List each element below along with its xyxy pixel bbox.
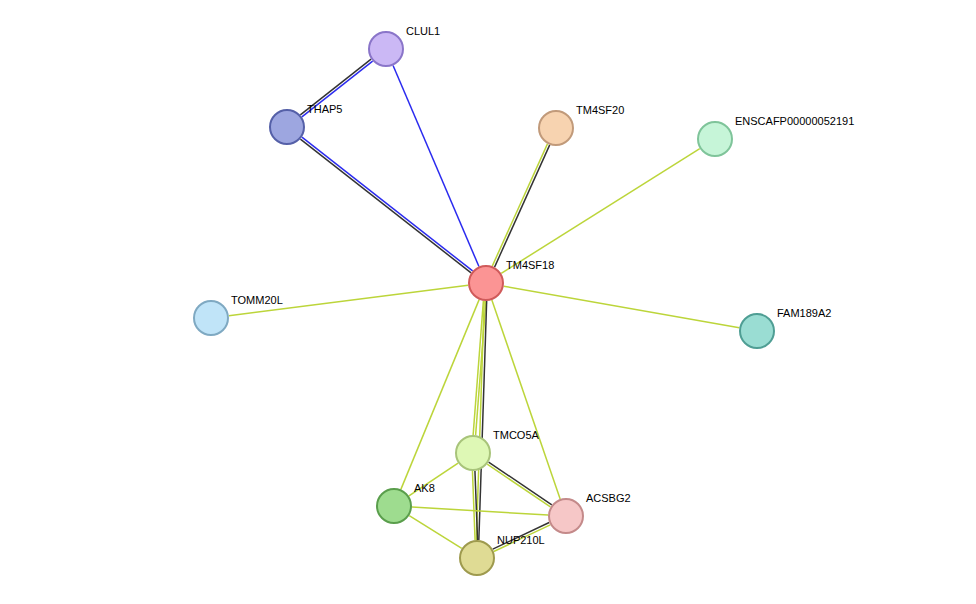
edge-line [412, 507, 548, 515]
edge-line [302, 137, 473, 271]
protein-node: ENSCAFP00000052191 [697, 121, 733, 157]
edge-line [302, 61, 373, 117]
protein-node: CLUL1 [368, 31, 404, 67]
node-label: ENSCAFP00000052191 [735, 115, 854, 128]
edge-line [409, 516, 461, 549]
edge-line [487, 464, 550, 507]
protein-node: THAP5 [269, 109, 305, 145]
node-label: TM4SF20 [576, 104, 624, 117]
interaction-edge [504, 286, 740, 328]
node-label: NUP210L [497, 534, 545, 547]
edge-line [489, 462, 552, 505]
node-label: FAM189A2 [777, 307, 831, 320]
node-label: ACSBG2 [586, 492, 631, 505]
edge-line [501, 149, 700, 274]
protein-node: ACSBG2 [548, 498, 584, 534]
interaction-edge [487, 462, 552, 507]
edge-line [494, 525, 550, 552]
edge-line [493, 523, 549, 550]
interaction-edge [300, 137, 472, 273]
edge-line [472, 471, 475, 540]
node-label: THAP5 [307, 103, 342, 116]
node-label: TM4SF18 [506, 259, 554, 272]
protein-node: TM4SF20 [538, 110, 574, 146]
node-label: CLUL1 [406, 25, 440, 38]
protein-node: TMCO5A [455, 435, 491, 471]
node-label: TOMM20L [231, 294, 283, 307]
interaction-edge [300, 59, 372, 117]
node-label: AK8 [414, 482, 435, 495]
interaction-edge [476, 301, 486, 540]
interaction-edge [412, 507, 548, 515]
protein-node: AK8 [376, 488, 412, 524]
edge-line [300, 139, 471, 273]
interaction-edge [393, 66, 479, 267]
edge-line [393, 66, 479, 267]
edge-line [504, 286, 740, 328]
interaction-edge [229, 285, 468, 315]
interaction-edge [472, 471, 477, 540]
edge-line [492, 300, 560, 499]
edge-line [409, 463, 458, 496]
protein-node: TOMM20L [193, 300, 229, 336]
node-label: TMCO5A [493, 429, 539, 442]
edge-line [476, 301, 484, 540]
interaction-edge [493, 523, 551, 552]
interaction-edge [409, 516, 461, 549]
protein-node: NUP210L [459, 540, 495, 576]
interaction-edge [409, 463, 458, 496]
edge-line [492, 144, 547, 266]
protein-node: TM4SF18 [468, 265, 504, 301]
edge-line [229, 285, 468, 315]
interaction-edge [492, 300, 560, 499]
protein-node: FAM189A2 [739, 313, 775, 349]
interaction-edge [501, 149, 700, 274]
